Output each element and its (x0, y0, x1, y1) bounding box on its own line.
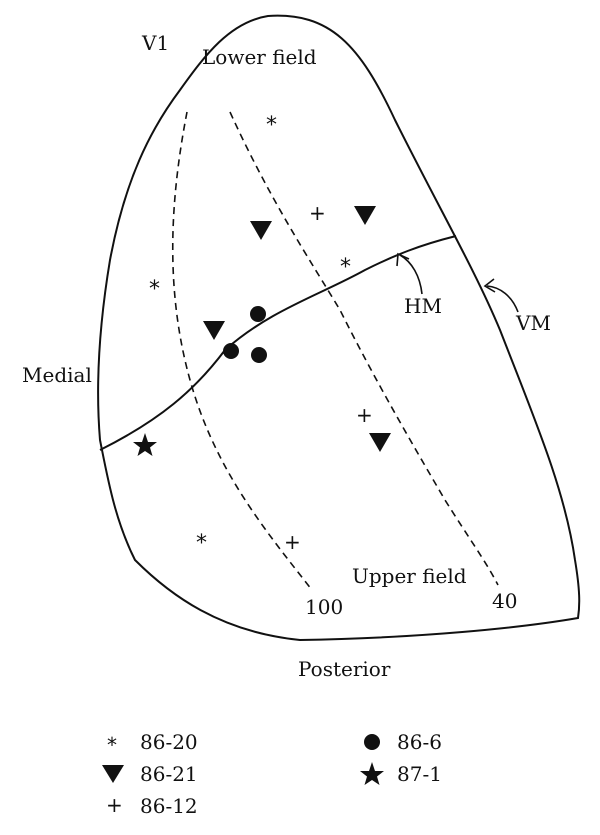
legend-label-86-6: 86-6 (397, 730, 442, 754)
site-86-20-marker: * (266, 113, 277, 138)
plus-icon: + (106, 793, 123, 817)
site-86-21-marker (203, 321, 225, 340)
site-86-21-marker (250, 221, 272, 240)
v1-outline (97, 14, 581, 642)
triangle-down-icon (102, 765, 124, 783)
legend: * 86-20 86-21 + 86-12 86-6 87-1 (102, 730, 442, 818)
site-87-1-marker (133, 433, 157, 456)
hm-arrow (399, 254, 423, 295)
area-label-v1: V1 (141, 31, 169, 55)
upper-field-label: Upper field (352, 564, 467, 588)
legend-label-86-21: 86-21 (140, 762, 198, 786)
legend-label-86-20: 86-20 (140, 730, 198, 754)
lower-field-label: Lower field (202, 45, 317, 69)
horizontal-meridian-line (99, 235, 457, 451)
asterisk-icon: * (107, 733, 117, 757)
medial-label: Medial (22, 363, 92, 387)
site-86-20-marker: * (196, 531, 207, 556)
vm-arrow (486, 285, 519, 313)
site-86-12-marker: + (284, 530, 301, 554)
posterior-label: Posterior (298, 657, 391, 681)
site-86-6-marker (250, 306, 266, 322)
site-86-12-marker: + (309, 201, 326, 225)
eccentricity-line-40 (229, 111, 499, 586)
site-86-20-marker: * (149, 277, 160, 302)
site-86-6-marker (223, 343, 239, 359)
hm-label: HM (404, 294, 442, 318)
eccentricity-line-100 (171, 111, 313, 591)
site-86-21-marker (354, 206, 376, 225)
hm-arrow-head (396, 252, 410, 267)
vm-label: VM (515, 311, 551, 335)
site-86-6-marker (251, 347, 267, 363)
star-icon (360, 762, 384, 785)
site-86-21-marker (369, 433, 391, 452)
eccentricity-label-40: 40 (492, 589, 517, 613)
eccentricity-label-100: 100 (305, 595, 343, 619)
legend-label-86-12: 86-12 (140, 794, 198, 818)
circle-icon (364, 734, 380, 750)
site-86-20-marker: * (340, 255, 351, 280)
vm-arrow-head (483, 278, 496, 293)
site-86-12-marker: + (356, 403, 373, 427)
legend-label-87-1: 87-1 (397, 762, 442, 786)
